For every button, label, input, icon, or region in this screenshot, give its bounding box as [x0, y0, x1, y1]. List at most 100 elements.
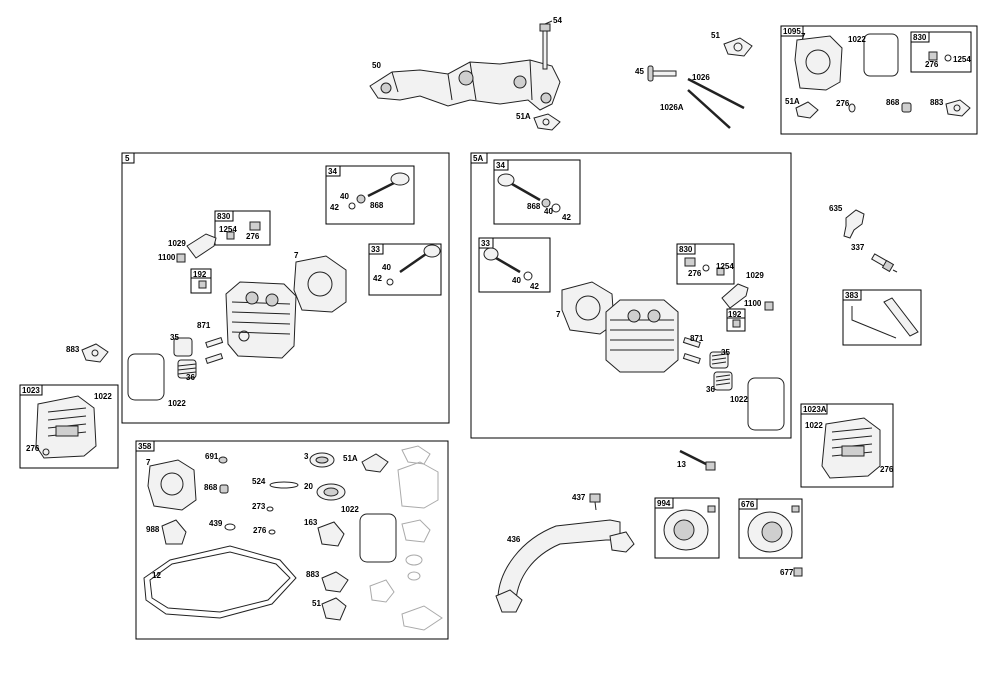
callout-1026: 1026	[692, 73, 710, 82]
callout-b40: 40	[544, 207, 553, 216]
callout-b7: 7	[556, 310, 561, 319]
part-13-bolt	[679, 449, 716, 471]
callout-b1022: 1022	[730, 395, 748, 404]
callout-a276: 276	[246, 232, 260, 241]
callout-883: 883	[66, 345, 80, 354]
callout-437: 437	[572, 493, 586, 502]
callout-k868: 868	[886, 98, 900, 107]
callout-s524: 524	[252, 477, 266, 486]
callout-s691: 691	[205, 452, 219, 461]
callout-s51: 51	[312, 599, 321, 608]
callout-276-left: 276	[26, 444, 40, 453]
callout-b42: 42	[562, 213, 571, 222]
callout-s3: 3	[304, 452, 309, 461]
callout-50: 50	[372, 61, 381, 70]
part-51a-top-gasket	[533, 113, 561, 131]
part-45-lifter	[647, 65, 677, 82]
part-436-pipe	[495, 519, 635, 613]
callout-a40b: 40	[382, 263, 391, 272]
callout-a1022: 1022	[168, 399, 186, 408]
callout-b1029: 1029	[746, 271, 764, 280]
part-437-fitting	[589, 493, 601, 511]
callout-13: 13	[677, 460, 686, 469]
kit-994-frame: 994	[654, 497, 720, 559]
part-677-bolt	[793, 567, 803, 577]
part-51-gasket	[723, 37, 753, 57]
kit-676-tag: 676	[741, 500, 755, 509]
callout-s7: 7	[146, 458, 151, 467]
callout-b36: 36	[706, 385, 715, 394]
callout-a1100: 1100	[158, 253, 176, 262]
group-5-frame: 5 34 830 192 33	[121, 152, 450, 424]
callout-b1254: 1254	[716, 262, 734, 271]
gasket-set-358-frame: 358	[135, 440, 449, 640]
callout-54: 54	[553, 16, 562, 25]
callout-51a: 51A	[516, 112, 531, 121]
kit-994-tag: 994	[657, 499, 671, 508]
callout-b1100: 1100	[744, 299, 762, 308]
part-883-gasket	[81, 343, 109, 363]
callout-s12: 12	[152, 571, 161, 580]
part-337-spark-plug	[871, 253, 898, 273]
callout-s163: 163	[304, 518, 318, 527]
group-830b-tag: 830	[679, 245, 693, 254]
callout-k51a: 51A	[785, 97, 800, 106]
callout-s439: 439	[209, 519, 223, 528]
callout-1022-right: 1022	[805, 421, 823, 430]
callout-a1029: 1029	[168, 239, 186, 248]
callout-1022-left: 1022	[94, 392, 112, 401]
callout-a868: 868	[370, 201, 384, 210]
callout-635: 635	[829, 204, 843, 213]
callout-b42b: 42	[530, 282, 539, 291]
callout-k276: 276	[925, 60, 939, 69]
callout-s20: 20	[304, 482, 313, 491]
cover-1023a-tag: 1023A	[803, 405, 827, 414]
callout-k1254: 1254	[953, 55, 971, 64]
group-33a-tag: 33	[371, 245, 380, 254]
gasket-set-358-tag: 358	[138, 442, 152, 451]
cover-1023-frame: 1023	[19, 384, 119, 469]
group-5a-frame: 5A 34 33 830 192	[470, 152, 792, 439]
callout-a42b: 42	[373, 274, 382, 283]
callout-b868: 868	[527, 202, 541, 211]
part-1026-pushrods	[687, 77, 745, 129]
callout-a40: 40	[340, 192, 349, 201]
callout-b871: 871	[690, 334, 704, 343]
group-33b-tag: 33	[481, 239, 490, 248]
group-192b-tag: 192	[728, 310, 742, 319]
callout-1026a: 1026A	[660, 103, 684, 112]
tool-383-tag: 383	[845, 291, 859, 300]
callout-s1022: 1022	[341, 505, 359, 514]
callout-45: 45	[635, 67, 644, 76]
callout-k1022: 1022	[848, 35, 866, 44]
callout-a42: 42	[330, 203, 339, 212]
callout-a35: 35	[170, 333, 179, 342]
callout-a1254: 1254	[219, 225, 237, 234]
group-34b-tag: 34	[496, 161, 505, 170]
callout-s988: 988	[146, 525, 160, 534]
group-5a-tag: 5A	[473, 154, 483, 163]
callout-a36: 36	[186, 373, 195, 382]
callout-k276b: 276	[836, 99, 850, 108]
callout-337: 337	[851, 243, 865, 252]
callout-a7: 7	[294, 251, 299, 260]
callout-b276: 276	[688, 269, 702, 278]
callout-a871: 871	[197, 321, 211, 330]
kit-676-frame: 676	[738, 498, 803, 559]
cover-1023-tag: 1023	[22, 386, 40, 395]
kit-1095-tag: 1095	[783, 27, 801, 36]
part-50-bracket	[369, 59, 561, 111]
callout-276-right: 276	[880, 465, 894, 474]
part-54-bolt	[539, 20, 553, 70]
callout-s276: 276	[253, 526, 267, 535]
kit-1095-frame: 1095 830	[780, 25, 978, 135]
kit-830c-tag: 830	[913, 33, 927, 42]
callout-s273: 273	[252, 502, 266, 511]
part-635-spark-boot	[843, 209, 865, 239]
callout-b35: 35	[721, 348, 730, 357]
group-5-tag: 5	[125, 154, 130, 163]
tool-383-frame: 383	[842, 289, 922, 346]
callout-s883: 883	[306, 570, 320, 579]
callout-436: 436	[507, 535, 521, 544]
callout-k7: 7	[801, 32, 806, 41]
